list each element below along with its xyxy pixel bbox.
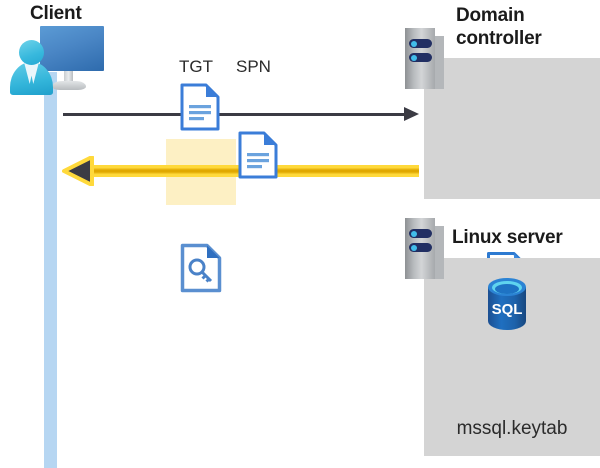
- sql-database-icon: SQL: [485, 278, 529, 330]
- server-led-dot: [411, 54, 417, 61]
- request-arrow-head: [404, 107, 419, 121]
- domain-controller-title-line2: controller: [456, 28, 542, 49]
- server-led-bar-2: [409, 53, 432, 62]
- domain-controller-title: Domain controller: [456, 4, 596, 50]
- server-led-dot: [411, 230, 417, 237]
- tgt-label: TGT: [179, 57, 213, 76]
- monitor-base: [52, 81, 86, 90]
- person-head: [19, 40, 44, 65]
- keytab-filename-label: mssql.keytab: [456, 418, 568, 439]
- server-led-bar-2: [409, 243, 432, 252]
- key-document-icon: [180, 243, 600, 293]
- client-workstation-icon: [8, 26, 104, 96]
- sql-label: SQL: [492, 301, 523, 318]
- server-rack-icon: [405, 28, 444, 89]
- server-led-bar-1: [409, 229, 432, 238]
- document-icon: [180, 83, 600, 131]
- server-side-shadow: [435, 36, 444, 89]
- client-lifeline: [44, 72, 57, 468]
- client-title: Client: [30, 3, 82, 24]
- server-side-shadow: [435, 226, 444, 279]
- linux-server-title: Linux server: [452, 227, 563, 248]
- response-arrow-head: [62, 156, 94, 186]
- server-rack-icon: [405, 218, 444, 279]
- server-led-dot: [411, 40, 417, 47]
- server-led-dot: [411, 244, 417, 251]
- monitor-neck: [64, 71, 73, 83]
- request-arrow-line: [63, 113, 413, 116]
- server-led-bar-1: [409, 39, 432, 48]
- document-icon: [238, 131, 600, 179]
- domain-controller-panel: [424, 58, 600, 199]
- spn-label: SPN: [236, 57, 271, 76]
- monitor-screen: [40, 26, 104, 71]
- domain-controller-title-line1: Domain: [456, 5, 525, 26]
